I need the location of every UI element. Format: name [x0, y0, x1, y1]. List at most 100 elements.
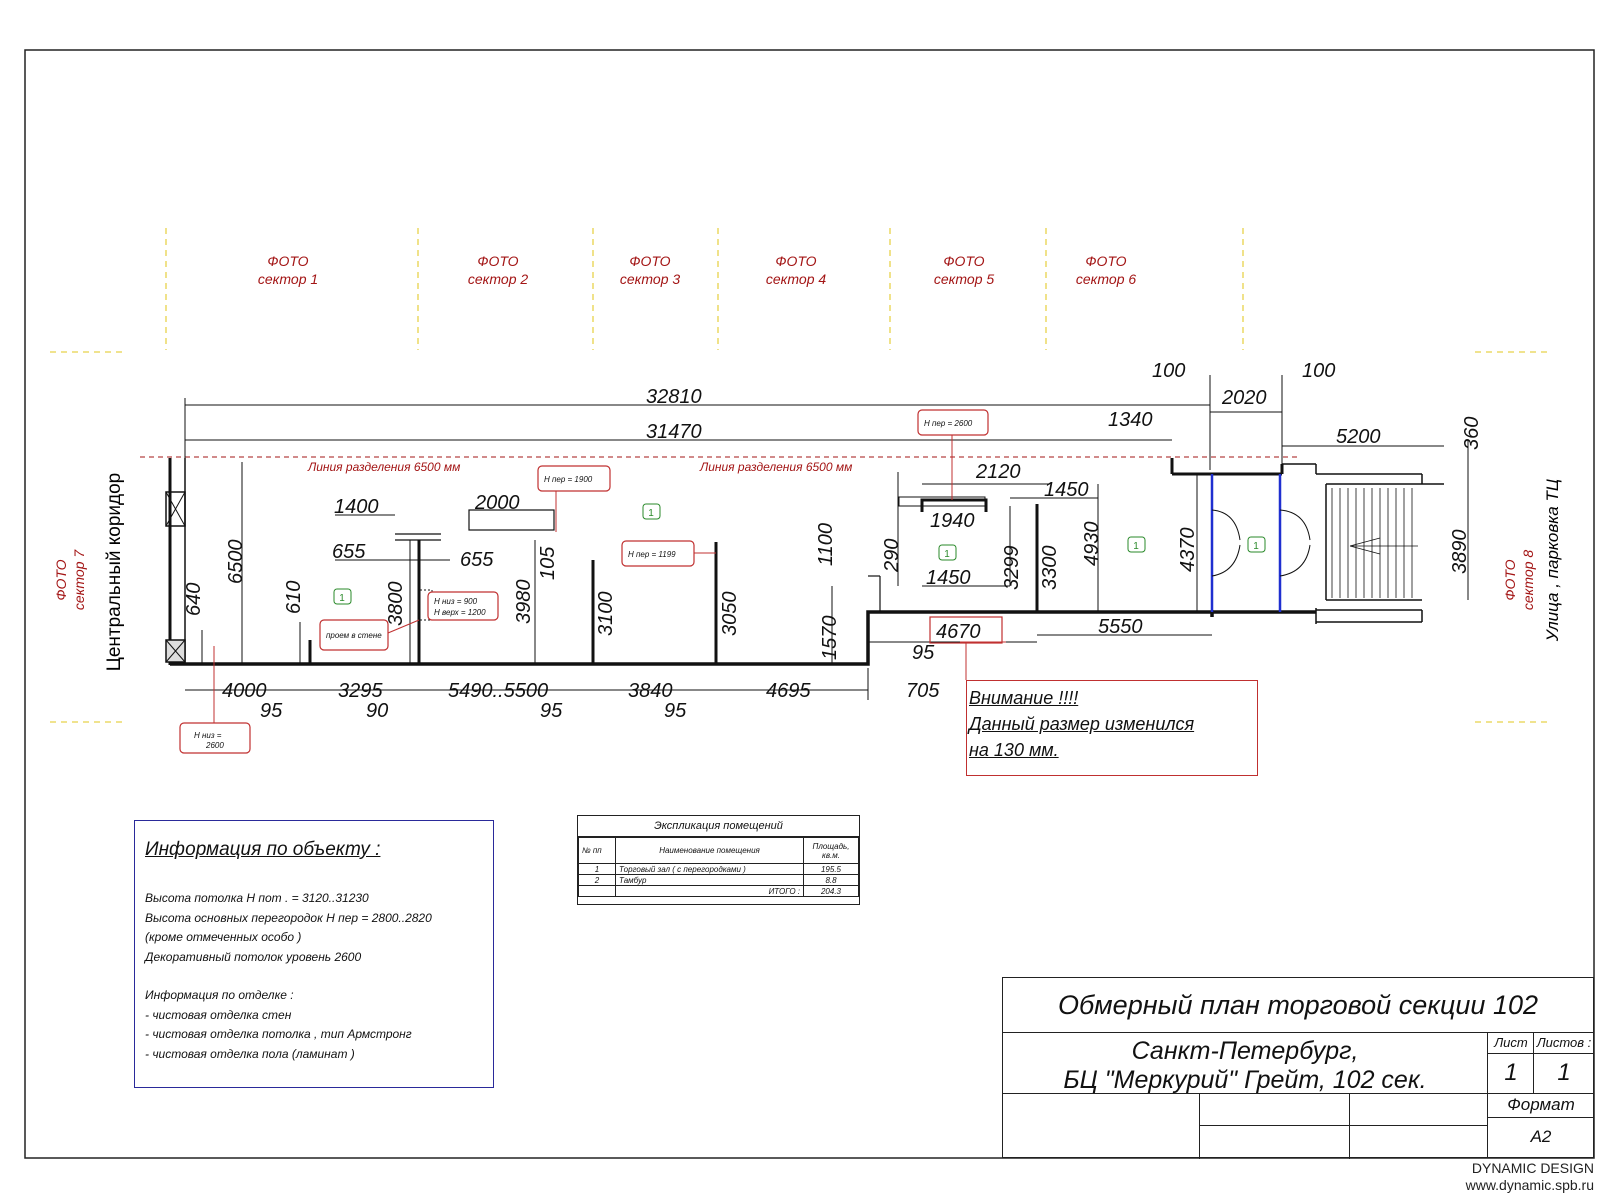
tag-h-verh: H верх = 1200 [434, 608, 486, 617]
table-row: 2 Тамбур 8.8 [578, 874, 859, 886]
tag-leaders [213, 435, 1006, 723]
dim-4930: 4930 [1081, 522, 1103, 567]
warning-note: Внимание !!!! Данный размер изменился на… [966, 680, 1258, 776]
tag-h-niz: H низ = [194, 731, 222, 740]
division-line-label: Линия разделения 6500 мм [699, 460, 852, 474]
dim-3890: 3890 [1449, 530, 1471, 575]
tag-h-per: H пер = 2600 [924, 419, 973, 428]
room-number: 1 [1133, 541, 1139, 552]
explication-title: Экспликация помещений [578, 816, 859, 837]
explication-cell: 195.5 [803, 863, 859, 875]
dimension-lines [184, 375, 1469, 700]
info-line: - чистовая отделка стен [145, 1007, 292, 1022]
explication-cell: 8.8 [803, 874, 859, 886]
table-row: 1 Торговый зал ( с перегородками ) 195.5 [578, 863, 859, 875]
dim-105: 105 [537, 546, 559, 580]
photo-sector-labels: ФОТО сектор 1 ФОТО сектор 2 ФОТО сектор … [53, 253, 1536, 610]
title-block: Обмерный план торговой секции 102 Санкт-… [1002, 977, 1594, 1159]
dim-3980: 3980 [513, 580, 535, 625]
explication-header: Наименование помещения [615, 837, 804, 864]
tag-opening: проем в стене [326, 631, 382, 640]
dim-1570: 1570 [819, 616, 841, 661]
dim-4695: 4695 [766, 680, 811, 702]
explication-header: № пп [578, 837, 616, 864]
dim-290: 290 [881, 539, 903, 573]
brand-name: DYNAMIC DESIGN [1471, 1160, 1594, 1176]
info-line: Высота основных перегородок H пер = 2800… [145, 910, 432, 925]
division-line-label: Линия разделения 6500 мм [307, 460, 460, 474]
room-number: 1 [648, 508, 654, 519]
dim-95: 95 [540, 700, 563, 722]
tag-h-niz: H низ = 900 [434, 597, 478, 606]
stair [1331, 488, 1418, 598]
explication-cell: Торговый зал ( с перегородками ) [615, 863, 804, 875]
explication-cell: 2 [578, 874, 616, 886]
room-number-tags [333, 503, 1266, 605]
dim-1100: 1100 [815, 523, 837, 566]
photo-title: ФОТО [477, 253, 518, 269]
dim-2120: 2120 [975, 461, 1021, 483]
dim-3840: 3840 [628, 680, 673, 702]
corridor-label: Центральный коридор [104, 473, 125, 671]
photo-title: ФОТО [943, 253, 984, 269]
room-number: 1 [1253, 541, 1259, 552]
photo-sector-guides [50, 228, 1550, 723]
explication-cell: Тамбур [615, 874, 804, 886]
dim-6500: 6500 [225, 540, 247, 585]
dim-100: 100 [1302, 360, 1335, 382]
dim-95: 95 [664, 700, 687, 722]
room-numbers: 1 1 1 1 1 [339, 508, 1259, 604]
dim-2000: 2000 [474, 492, 520, 514]
dim-1450: 1450 [926, 567, 971, 589]
photo-sector-side: сектор 7 [71, 549, 87, 611]
tag-h-per: H пер = 1900 [544, 475, 593, 484]
sheets-value: 1 [1557, 1059, 1571, 1086]
dim-3299: 3299 [1001, 546, 1023, 591]
photo-sector: сектор 5 [934, 271, 995, 287]
dim-3100: 3100 [595, 592, 617, 637]
dim-2020: 2020 [1221, 387, 1267, 409]
object-info-box: Информация по объекту : Высота потолка H… [134, 820, 494, 1088]
photo-sector: сектор 6 [1076, 271, 1137, 287]
explication-total-label: ИТОГО : [615, 885, 804, 897]
photo-title: ФОТО [1085, 253, 1126, 269]
dim-4370: 4370 [1177, 528, 1199, 573]
dim-90: 90 [366, 700, 388, 722]
dim-1940: 1940 [930, 510, 975, 532]
dim-5200: 5200 [1336, 426, 1381, 448]
photo-title: ФОТО [267, 253, 308, 269]
sheets-cell: Листов : 1 [1533, 1033, 1594, 1093]
room-number: 1 [944, 549, 950, 560]
photo-sector: сектор 4 [766, 271, 827, 287]
brand-url[interactable]: www.dynamic.spb.ru [1465, 1177, 1594, 1193]
photo-title: ФОТО [775, 253, 816, 269]
dim-3300: 3300 [1039, 546, 1061, 591]
photo-sector-side: сектор 8 [1520, 550, 1536, 611]
height-tags [179, 409, 989, 754]
explication-total-value: 204.3 [803, 885, 859, 897]
dim-1340: 1340 [1108, 409, 1153, 431]
info-line: (кроме отмеченных особо ) [145, 930, 302, 944]
format-cell: Формат А2 [1487, 1093, 1594, 1157]
dim-640: 640 [183, 583, 205, 616]
dim-4000: 4000 [222, 680, 267, 702]
info-line: Декоративный потолок уровень 2600 [145, 949, 362, 964]
warning-line: на 130 мм. [969, 740, 1059, 760]
brand-footer: DYNAMIC DESIGN www.dynamic.spb.ru [1466, 1160, 1594, 1194]
info-line: Высота потолка H пот . = 3120..31230 [145, 891, 369, 905]
dim-5550: 5550 [1098, 616, 1143, 638]
photo-sector: сектор 1 [258, 271, 318, 287]
drawing-title: Обмерный план торговой секции 102 [1003, 978, 1593, 1033]
walls [165, 458, 1444, 666]
dim-95: 95 [260, 700, 283, 722]
tag-h-per: H пер = 1199 [628, 550, 676, 559]
info-title: Информация по объекту : [145, 839, 381, 860]
dim-total-outer: 32810 [646, 386, 702, 408]
photo-title-side: ФОТО [1502, 559, 1518, 600]
sheet-label: Лист [1488, 1033, 1534, 1054]
dim-360: 360 [1461, 417, 1483, 450]
dimension-labels: 32810 31470 100 100 2020 1340 5200 360 2… [183, 360, 1483, 722]
explication-cell: 1 [578, 863, 616, 875]
door-swings [1211, 509, 1311, 577]
